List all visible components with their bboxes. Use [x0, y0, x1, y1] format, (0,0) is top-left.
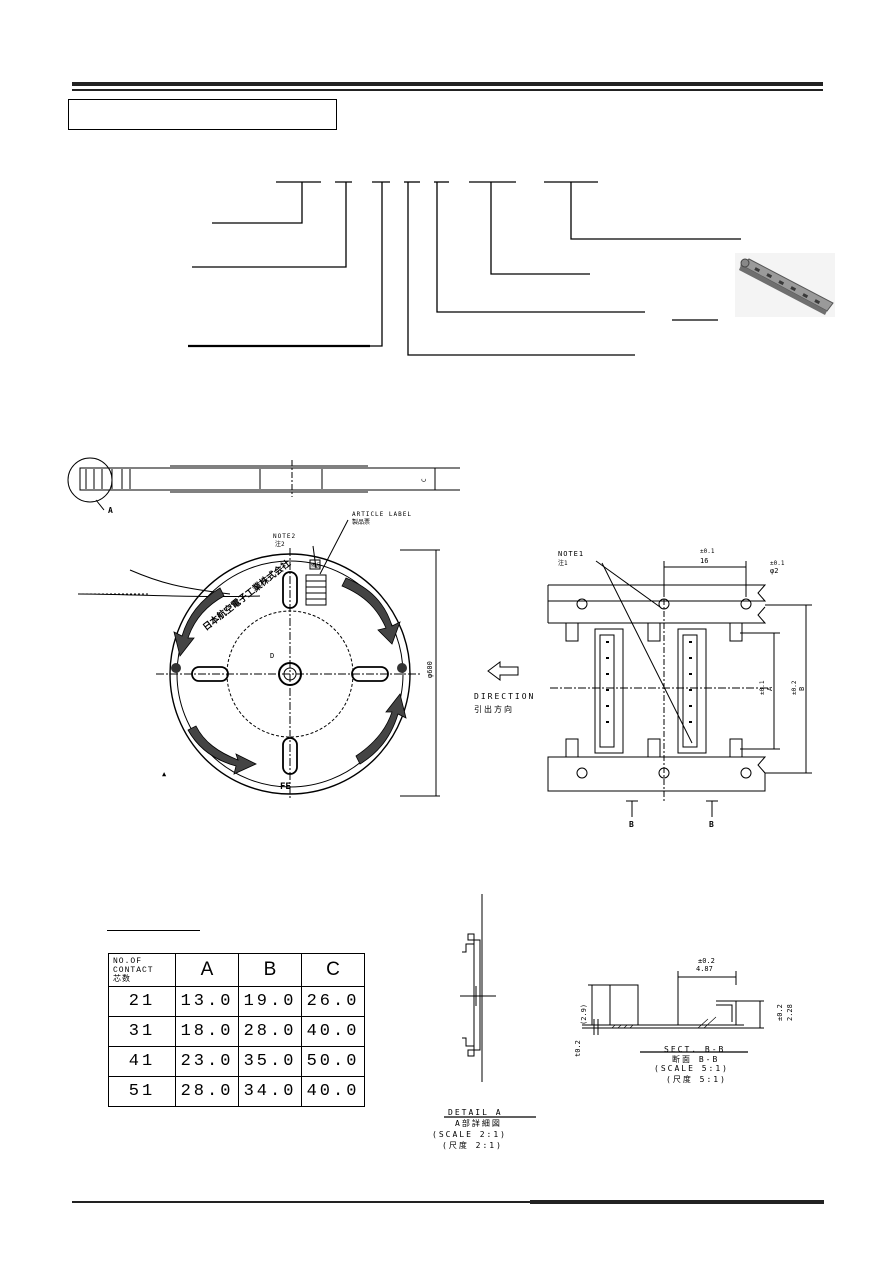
header-line3: 芯数: [113, 974, 131, 984]
note2-box-label: 備品: [311, 562, 321, 569]
table-cell-c: 50.0: [301, 1046, 365, 1077]
direction-label: DIRECTION: [474, 692, 536, 701]
table-cell-b: 35.0: [238, 1046, 302, 1077]
part-number-breakdown: [188, 181, 741, 356]
reel-front-view: 日本航空電子工業株式会社 FE D NOTE2 注2 備品 ARTICLE LA…: [77, 511, 440, 798]
dim-b-label: B: [798, 687, 806, 691]
dim-b-tol-label: ±0.2: [791, 680, 798, 695]
detail-a-title-jp: A部詳細図: [455, 1119, 502, 1128]
dim-a-label: A: [766, 686, 774, 691]
reel-side-view: A C: [67, 457, 460, 515]
table-cell-a: 28.0: [175, 1076, 239, 1107]
table-cell-c: 26.0: [301, 986, 365, 1017]
direction-jp-label: 引出方向: [474, 705, 514, 714]
sect-top-dim: 4.87: [696, 965, 713, 973]
sect-right-tol: ±0.2: [776, 1004, 784, 1021]
table-row: 21 13.0 19.0 26.0: [108, 986, 365, 1017]
table-header-row: NO.OF CONTACT 芯数 A B C: [108, 953, 365, 987]
title-box: [68, 99, 337, 130]
note2-jp-label: 注2: [275, 540, 285, 548]
header-line1: NO.OF: [113, 956, 143, 966]
sect-bb-title: SECT. B-B: [664, 1045, 726, 1054]
table-title-underline: [107, 930, 200, 931]
detail-a-drawing: [444, 894, 536, 1118]
section-bb-drawing: ±0.2 4.87 (2.9) t0.2 ±0.2 2.28: [574, 957, 794, 1057]
hole-tol-label: ±0.1: [770, 560, 785, 567]
table-cell-b: 28.0: [238, 1016, 302, 1047]
table-header-contacts: NO.OF CONTACT 芯数: [108, 953, 176, 987]
sect-thick-dim: t0.2: [574, 1040, 582, 1057]
section-mark-right: B: [709, 820, 714, 829]
detail-a-title: DETAIL A: [448, 1108, 503, 1117]
table-cell-contacts: 41: [108, 1046, 176, 1077]
reel-detail-label: A: [108, 506, 113, 515]
table-cell-contacts: 31: [108, 1016, 176, 1047]
hub-dim-label: D: [270, 652, 274, 660]
table-header-c: C: [301, 953, 365, 987]
note2-label: NOTE2: [273, 533, 296, 540]
table-row: 41 23.0 35.0 50.0: [108, 1046, 365, 1077]
connector-photo: [735, 253, 835, 317]
table-row: 31 18.0 28.0 40.0: [108, 1016, 365, 1047]
table-cell-a: 23.0: [175, 1046, 239, 1077]
table-cell-c: 40.0: [301, 1076, 365, 1107]
footer-rule-thin: [72, 1201, 530, 1203]
hole-dia-label: φ2: [770, 567, 778, 575]
table-row: 51 28.0 34.0 40.0: [108, 1076, 365, 1107]
sect-bb-scale-jp: (尺度 5:1): [666, 1075, 727, 1084]
table-cell-b: 19.0: [238, 986, 302, 1017]
sect-bb-title-jp: 断面 B-B: [672, 1055, 720, 1064]
table-cell-c: 40.0: [301, 1016, 365, 1047]
tape-front-view: NOTE1 注1 ±0.1 16 ±0.1 φ2 ±0.1 A ±0.2 B B…: [547, 548, 812, 829]
reel-width-dim: C: [421, 478, 428, 482]
sect-bb-scale: (SCALE 5:1): [654, 1064, 729, 1073]
sect-left-dim: (2.9): [580, 1004, 588, 1025]
pitch-tol-label: ±0.1: [700, 548, 715, 555]
dim-a-tol-label: ±0.1: [759, 680, 766, 695]
sect-top-tol: ±0.2: [698, 957, 715, 965]
section-mark-left: B: [629, 820, 634, 829]
note1-jp-label: 注1: [558, 559, 568, 567]
table-header-a: A: [175, 953, 239, 987]
header-rule-thin: [72, 89, 823, 91]
detail-a-scale: (SCALE 2:1): [432, 1130, 507, 1139]
detail-a-scale-jp: (尺度 2:1): [442, 1141, 503, 1150]
direction-arrow-icon: [487, 661, 519, 681]
footer-rule-thick: [530, 1200, 824, 1204]
header-line2: CONTACT: [113, 965, 154, 975]
table-cell-a: 13.0: [175, 986, 239, 1017]
reel-diameter-dim: φ600: [426, 661, 434, 678]
table-header-b: B: [238, 953, 302, 987]
reel-triangle-mark: ▲: [162, 770, 167, 778]
article-label: ARTICLE LABEL: [352, 511, 412, 518]
table-cell-contacts: 21: [108, 986, 176, 1017]
header-rule-thick: [72, 82, 823, 86]
table-cell-contacts: 51: [108, 1076, 176, 1107]
sect-right-dim: 2.28: [786, 1004, 794, 1021]
article-label-jp: 製品票: [352, 518, 370, 526]
note1-label: NOTE1: [558, 550, 584, 558]
pitch-dim-label: 16: [700, 557, 708, 565]
reel-brand-text: FE: [280, 782, 291, 792]
table-cell-a: 18.0: [175, 1016, 239, 1047]
table-cell-b: 34.0: [238, 1076, 302, 1107]
dimension-table: NO.OF CONTACT 芯数 A B C 21 13.0 19.0 26.0…: [108, 953, 365, 1107]
